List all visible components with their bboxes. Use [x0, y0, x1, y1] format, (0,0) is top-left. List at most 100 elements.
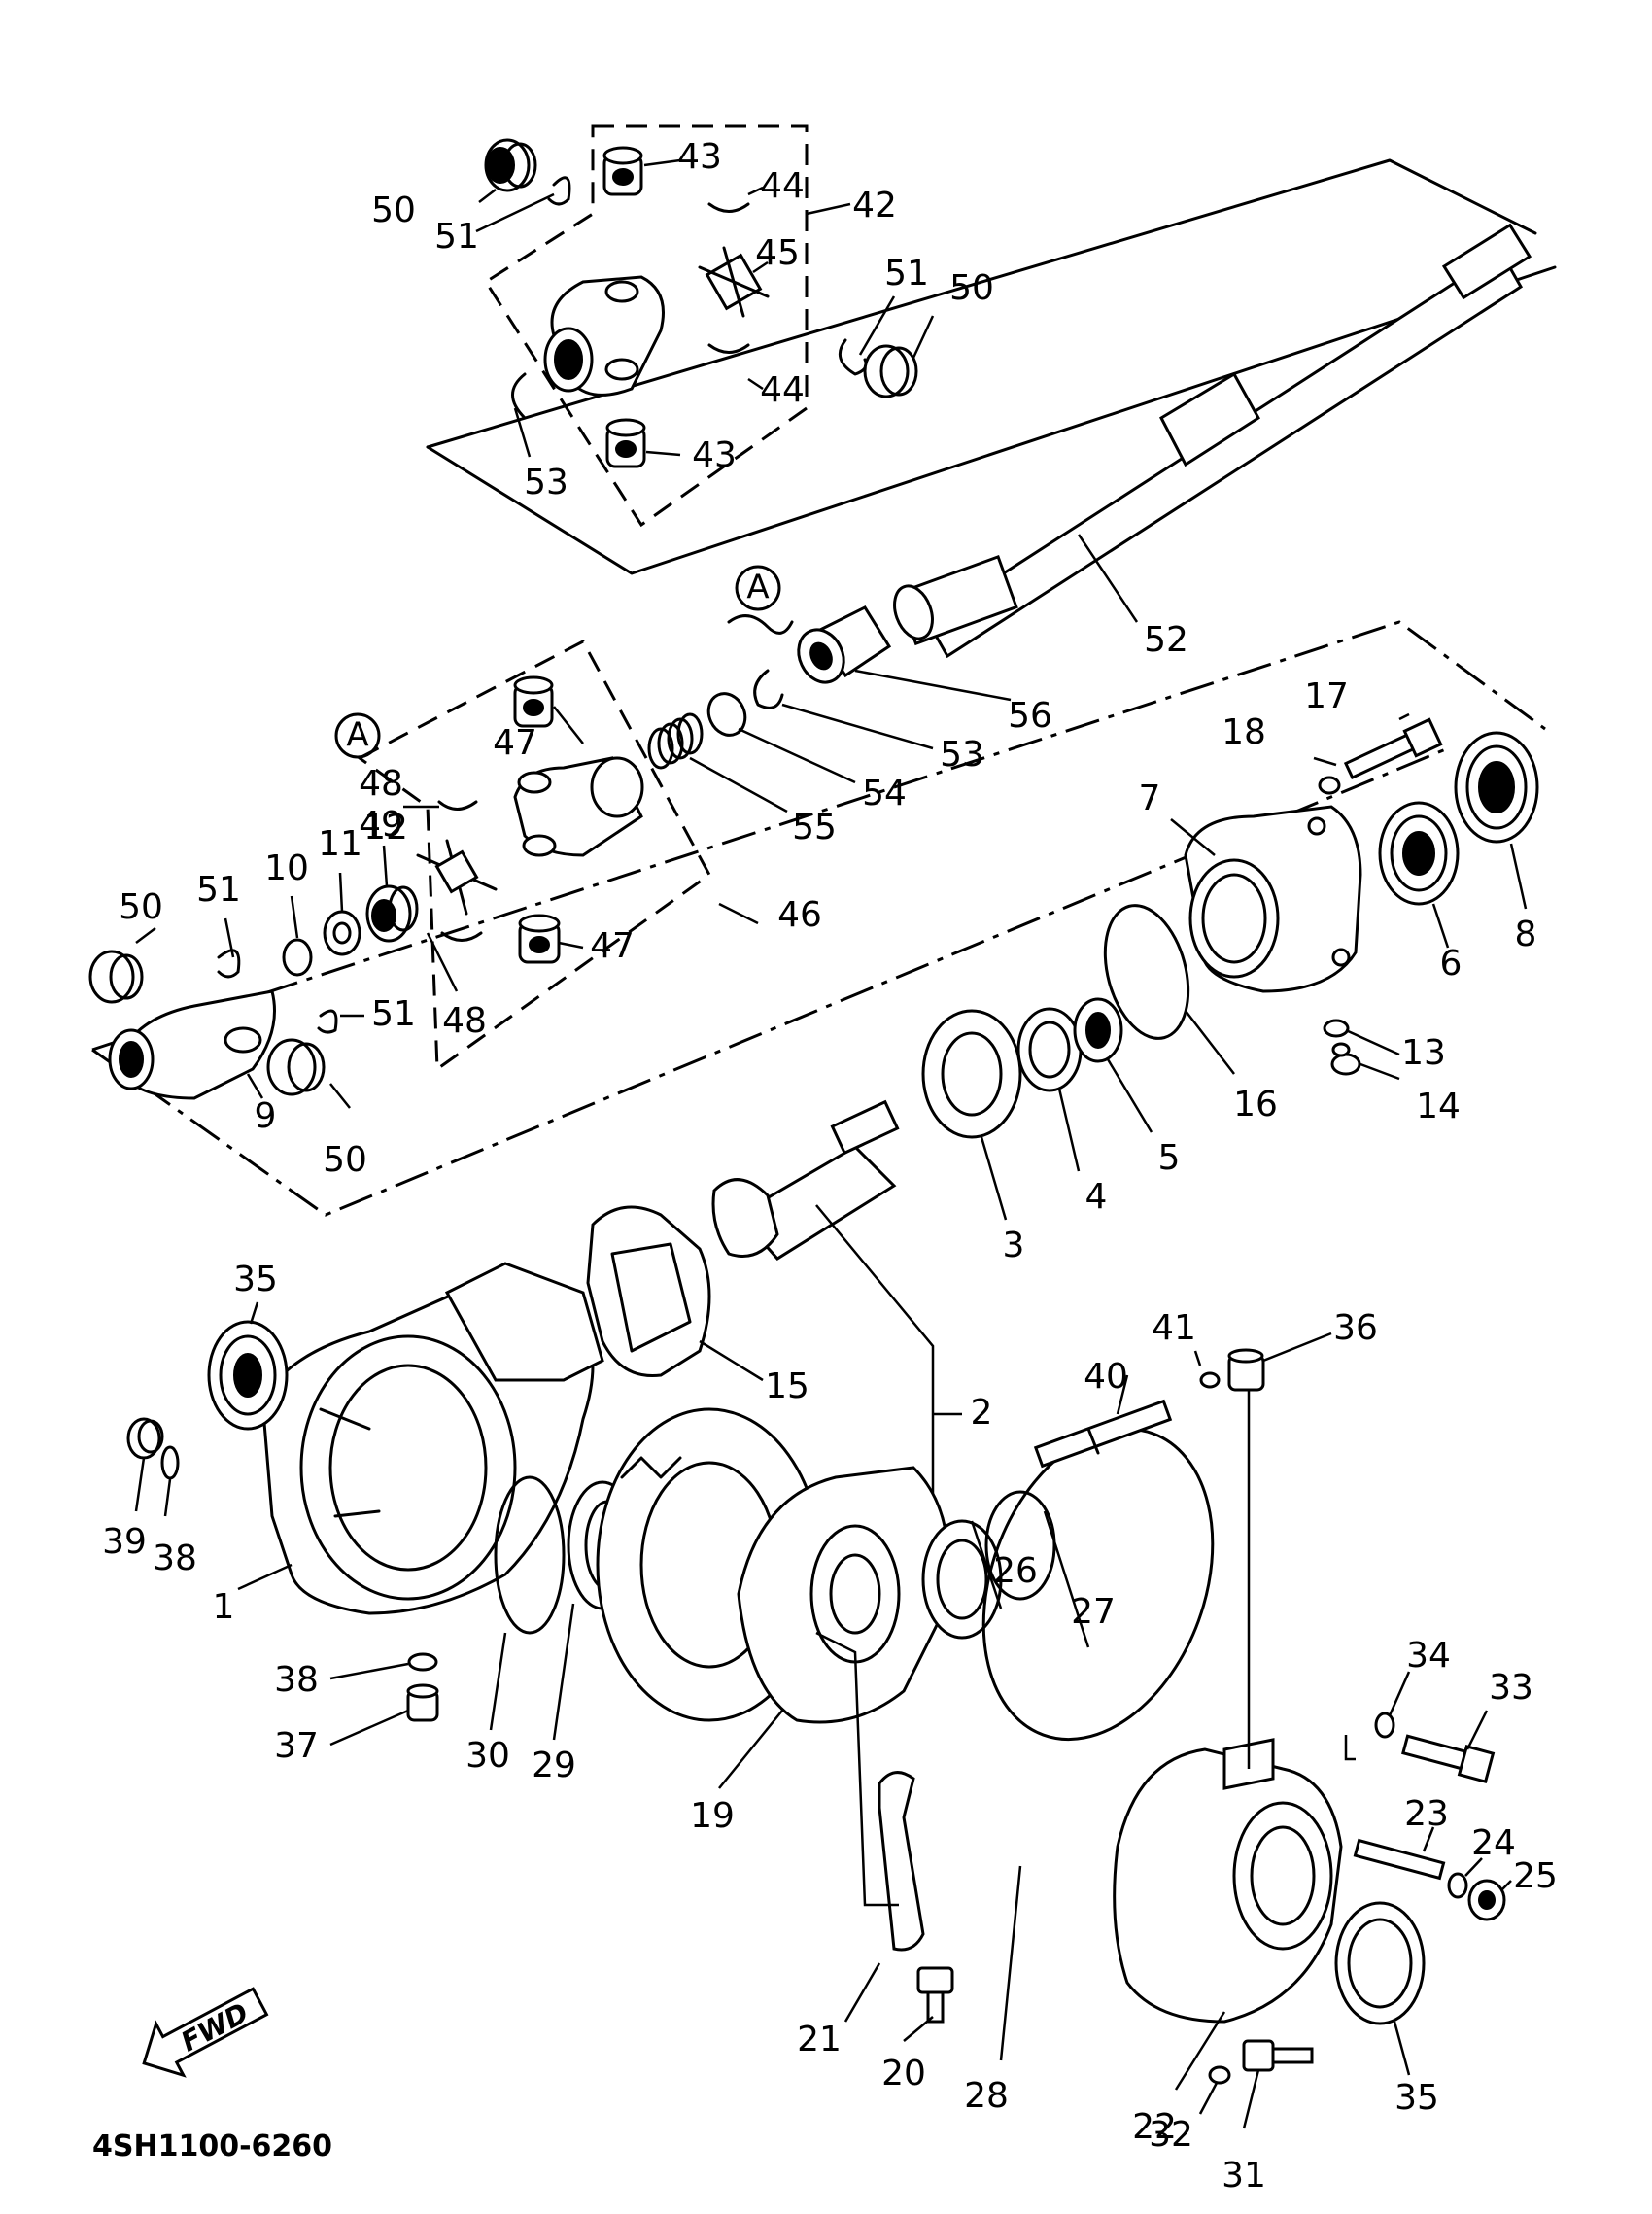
clip-53-upper — [511, 372, 527, 420]
callout-43: 43 — [692, 435, 737, 475]
thrust-plate-21 — [878, 1771, 925, 1952]
callout-6: 6 — [1440, 944, 1463, 984]
spider-49 — [416, 839, 498, 916]
callout-37: 37 — [274, 1726, 319, 1766]
callout-9: 9 — [255, 1096, 277, 1136]
callout-50: 50 — [323, 1140, 367, 1180]
callout-28: 28 — [964, 2076, 1009, 2116]
callout-44: 44 — [760, 370, 805, 410]
reference-markers: A A — [334, 565, 794, 759]
callout-2: 2 — [971, 1393, 993, 1433]
pinion-bearings — [921, 997, 1153, 1221]
callout-50: 50 — [119, 887, 163, 927]
upper-joint-dashed-box — [483, 124, 809, 528]
fwd-label: FWD — [176, 1996, 254, 2058]
group-outlines — [91, 124, 1557, 1217]
callout-51: 51 — [371, 994, 416, 1034]
callout-50: 50 — [371, 190, 416, 230]
lower-group-outline-top — [91, 620, 1546, 1052]
washer-18 — [1318, 776, 1341, 795]
clip-44-top — [707, 202, 750, 213]
clip-51-left — [217, 949, 241, 979]
o-ring-28 — [981, 1427, 1215, 1742]
spacer-4 — [1016, 1007, 1083, 1092]
boot-and-seals — [647, 605, 1012, 813]
callout-44: 44 — [760, 166, 805, 206]
drive-shaft-52 — [893, 223, 1532, 659]
callout-35: 35 — [1394, 2078, 1439, 2118]
fwd-arrow-icon — [142, 1987, 269, 2078]
ref-marker-a-lower-label: A — [346, 716, 368, 755]
callout-43: 43 — [677, 137, 722, 177]
washer-13 — [1323, 1019, 1350, 1038]
clip-51-upper — [547, 176, 571, 206]
pin-40 — [1033, 1399, 1173, 1469]
clip-41 — [1199, 1371, 1221, 1389]
callout-20: 20 — [881, 2054, 926, 2093]
plug-37 — [406, 1683, 439, 1722]
flange-yoke-9 — [108, 989, 276, 1100]
fwd-arrow: FWD — [142, 1987, 269, 2078]
callout-4: 4 — [1085, 1177, 1108, 1217]
shim-30 — [494, 1475, 566, 1635]
callout-51: 51 — [884, 254, 929, 294]
plug-14 — [1330, 1042, 1361, 1076]
front-yoke-assembly — [88, 845, 419, 1109]
cap-50-left — [88, 950, 144, 1004]
washer-54 — [706, 692, 747, 737]
callout-40: 40 — [1084, 1357, 1128, 1397]
callout-41: 41 — [1152, 1308, 1196, 1348]
callout-45: 45 — [755, 233, 800, 273]
ref-marker-a-upper — [735, 565, 781, 611]
callout-17: 17 — [1304, 676, 1349, 716]
bearing-43-bottom — [605, 418, 646, 468]
callout-36: 36 — [1333, 1308, 1378, 1348]
seal-12 — [365, 884, 419, 943]
callout-50: 50 — [949, 268, 994, 308]
clip-53-lower — [753, 669, 784, 709]
callout-5: 5 — [1158, 1138, 1181, 1178]
bolt-17 — [1343, 717, 1443, 780]
clip-48-bottom — [440, 931, 483, 942]
callout-38: 38 — [153, 1539, 197, 1578]
callout-15: 15 — [765, 1366, 809, 1406]
callout-11: 11 — [318, 824, 362, 864]
callout-31: 31 — [1222, 2156, 1266, 2196]
stud-23 — [1353, 1838, 1446, 1881]
o-ring-16 — [1103, 904, 1190, 1040]
callout-19: 19 — [690, 1796, 735, 1836]
callout-35: 35 — [233, 1260, 278, 1299]
clip-48-top — [437, 800, 478, 811]
callout-14: 14 — [1416, 1087, 1461, 1126]
callout-12: 12 — [363, 808, 408, 848]
washer-34 — [1374, 1712, 1395, 1739]
gasket-15 — [586, 1205, 764, 1382]
ref-marker-a-lower — [334, 712, 381, 759]
clip-51-left-lower — [317, 1009, 338, 1034]
callout-30: 30 — [465, 1736, 510, 1776]
callout-47: 47 — [590, 926, 635, 966]
shaft-group-outline-bottom — [426, 265, 1557, 575]
breather-36 — [1227, 1348, 1265, 1392]
callout-22: 22 — [1132, 2107, 1177, 2147]
washer-38-left — [160, 1445, 180, 1480]
spring-55 — [647, 712, 704, 770]
callout-54: 54 — [862, 774, 907, 813]
callout-26: 26 — [993, 1551, 1038, 1591]
callout-51: 51 — [196, 870, 241, 910]
callout-labels: 50 51 43 44 42 45 51 50 44 43 53 52 56 5… — [102, 137, 1558, 2196]
washer-11 — [323, 910, 361, 956]
cap-50-upper-right — [863, 344, 918, 398]
nut-25 — [1467, 1879, 1506, 1921]
callout-8: 8 — [1515, 915, 1537, 954]
callout-53: 53 — [940, 735, 984, 775]
callout-25: 25 — [1513, 1856, 1558, 1896]
boot-56 — [797, 605, 892, 684]
oil-seal-35-right — [1334, 1901, 1426, 2025]
o-ring-10 — [282, 938, 313, 977]
ring-gear-diff — [596, 1407, 950, 1789]
callout-7: 7 — [1139, 778, 1161, 818]
bearing-6 — [1378, 801, 1460, 906]
callout-24: 24 — [1471, 1823, 1516, 1863]
bolt-33 — [1401, 1734, 1496, 1783]
